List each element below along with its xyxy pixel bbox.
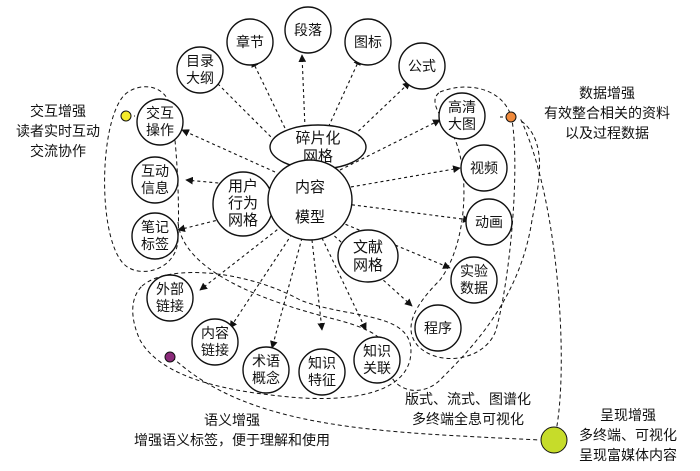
center-content-model: 内容 模型 bbox=[267, 159, 353, 241]
svg-text:信息: 信息 bbox=[141, 180, 169, 197]
presentation-marker-dot bbox=[540, 426, 568, 454]
svg-text:动画: 动画 bbox=[475, 215, 503, 231]
svg-text:公式: 公式 bbox=[408, 59, 436, 75]
svg-text:标签: 标签 bbox=[141, 236, 169, 253]
hub-user-grid: 用户 行为 网格 bbox=[212, 171, 274, 237]
annotation-format: 版式、流式、图谱化 多终端全息可视化 bbox=[405, 392, 531, 428]
hub-user-line2: 行为 bbox=[228, 194, 258, 212]
svg-text:概念: 概念 bbox=[252, 370, 280, 387]
svg-text:知识: 知识 bbox=[363, 343, 391, 360]
node-chapter: 章节 bbox=[226, 18, 274, 66]
svg-text:特征: 特征 bbox=[308, 373, 336, 389]
node-program: 程序 bbox=[414, 304, 462, 352]
center-line1: 内容 bbox=[295, 178, 325, 196]
svg-text:呈现富媒体内容: 呈现富媒体内容 bbox=[579, 447, 677, 464]
hub-fragment-line1: 碎片化 bbox=[295, 129, 340, 147]
center-line2: 模型 bbox=[295, 208, 325, 226]
svg-text:知识: 知识 bbox=[308, 355, 336, 372]
interaction-group-outline bbox=[104, 86, 180, 272]
node-chart: 图标 bbox=[344, 18, 392, 66]
svg-text:程序: 程序 bbox=[424, 321, 452, 337]
node-external-link: 外部 链接 bbox=[146, 274, 194, 322]
svg-text:数据增强: 数据增强 bbox=[579, 86, 635, 102]
svg-text:语义增强: 语义增强 bbox=[204, 413, 260, 429]
svg-text:互动: 互动 bbox=[141, 164, 169, 180]
hub-user-line3: 网格 bbox=[228, 211, 258, 229]
svg-text:读者实时互动: 读者实时互动 bbox=[16, 123, 100, 140]
svg-text:外部: 外部 bbox=[156, 282, 184, 298]
annotation-interaction: 交互增强 读者实时互动 交流协作 bbox=[16, 103, 100, 160]
node-toc: 目录 大纲 bbox=[176, 46, 224, 94]
svg-text:链接: 链接 bbox=[201, 342, 229, 359]
svg-text:图标: 图标 bbox=[354, 35, 382, 51]
node-content-link: 内容 链接 bbox=[191, 318, 239, 366]
svg-text:多终端、可视化: 多终端、可视化 bbox=[579, 427, 677, 444]
svg-text:关联: 关联 bbox=[363, 361, 391, 377]
svg-text:交流协作: 交流协作 bbox=[30, 143, 86, 160]
svg-text:多终端全息可视化: 多终端全息可视化 bbox=[412, 411, 524, 428]
svg-text:高清: 高清 bbox=[448, 99, 476, 116]
svg-text:实验: 实验 bbox=[460, 264, 488, 280]
svg-text:交互: 交互 bbox=[146, 105, 174, 122]
annotation-semantic: 语义增强 增强语义标签，便于理解和使用 bbox=[134, 413, 330, 449]
svg-text:大纲: 大纲 bbox=[186, 71, 214, 87]
hub-doc-grid: 文献 网格 bbox=[337, 229, 399, 283]
svg-text:链接: 链接 bbox=[156, 298, 184, 315]
interaction-marker-dot bbox=[120, 110, 132, 122]
node-interaction-info: 互动 信息 bbox=[131, 156, 179, 204]
semantic-connector bbox=[171, 356, 541, 441]
node-video: 视频 bbox=[460, 144, 508, 192]
svg-text:数据: 数据 bbox=[460, 281, 488, 297]
node-animation: 动画 bbox=[465, 198, 513, 246]
annotation-presentation: 呈现增强 多终端、可视化 呈现富媒体内容 bbox=[579, 408, 677, 464]
hub-doc-line2: 网格 bbox=[353, 256, 383, 274]
semantic-group-outline bbox=[132, 272, 412, 400]
node-knowledge-feature: 知识 特征 bbox=[298, 348, 346, 396]
svg-text:内容: 内容 bbox=[201, 325, 229, 342]
svg-text:交互增强: 交互增强 bbox=[30, 103, 86, 120]
svg-text:呈现增强: 呈现增强 bbox=[600, 408, 656, 424]
node-hd-image: 高清 大图 bbox=[438, 92, 486, 140]
svg-text:以及过程数据: 以及过程数据 bbox=[565, 126, 649, 142]
presentation-connector bbox=[519, 117, 562, 441]
node-paragraph: 段落 bbox=[284, 6, 332, 54]
svg-text:笔记: 笔记 bbox=[141, 220, 169, 236]
svg-text:操作: 操作 bbox=[146, 123, 174, 139]
node-notes-tags: 笔记 标签 bbox=[131, 212, 179, 260]
svg-text:增强语义标签，便于理解和使用: 增强语义标签，便于理解和使用 bbox=[134, 432, 330, 449]
node-interact-operation: 交互 操作 bbox=[136, 98, 184, 146]
node-experiment-data: 实验 数据 bbox=[450, 256, 498, 304]
node-term-concept: 术语 概念 bbox=[242, 346, 290, 394]
semantic-marker-dot bbox=[164, 351, 176, 363]
hub-user-line1: 用户 bbox=[228, 177, 258, 195]
node-formula: 公式 bbox=[398, 42, 446, 90]
data-marker-dot bbox=[505, 111, 517, 123]
svg-text:术语: 术语 bbox=[252, 354, 280, 370]
svg-text:版式、流式、图谱化: 版式、流式、图谱化 bbox=[405, 392, 531, 408]
svg-text:章节: 章节 bbox=[236, 34, 264, 51]
hub-doc-line1: 文献 bbox=[353, 238, 383, 256]
svg-text:段落: 段落 bbox=[294, 23, 322, 39]
node-knowledge-relation: 知识 关联 bbox=[353, 336, 401, 384]
svg-text:目录: 目录 bbox=[186, 54, 214, 70]
svg-text:视频: 视频 bbox=[470, 161, 498, 177]
presentation-group-outline bbox=[177, 119, 541, 391]
svg-text:大图: 大图 bbox=[448, 117, 476, 133]
annotation-data: 数据增强 有效整合相关的资料 以及过程数据 bbox=[544, 86, 670, 142]
svg-text:有效整合相关的资料: 有效整合相关的资料 bbox=[544, 106, 670, 122]
